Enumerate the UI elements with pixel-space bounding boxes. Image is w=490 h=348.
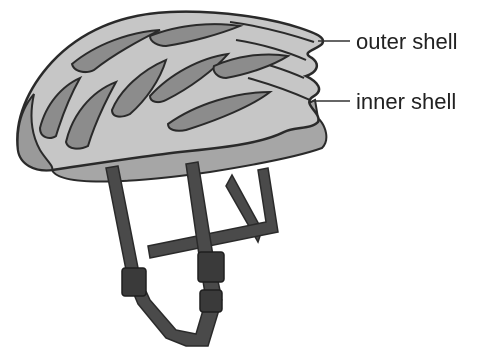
vent-top-1: [70, 29, 161, 73]
vent-front-2: [64, 80, 119, 150]
rear-strap-back: [147, 167, 279, 259]
outer-shell-label: outer shell: [356, 29, 458, 54]
vent-top-2: [148, 23, 244, 48]
inner-shell-label: inner shell: [356, 89, 456, 114]
front-strap: [105, 161, 223, 347]
vents: [38, 23, 291, 150]
vent-rear-1: [166, 90, 273, 132]
vent-mid-1: [110, 58, 168, 118]
outer-shell-rear-ridge: [229, 21, 315, 101]
rear-straps: [147, 167, 279, 259]
strap-buckle-left: [121, 267, 147, 297]
vent-rear-2: [212, 53, 291, 80]
front-brim: [16, 93, 54, 172]
chin-straps: [105, 161, 225, 347]
strap-buckle-right: [197, 251, 225, 283]
vent-mid-2: [148, 52, 231, 104]
vent-front-1: [38, 75, 83, 139]
strap-clasp: [199, 289, 223, 313]
